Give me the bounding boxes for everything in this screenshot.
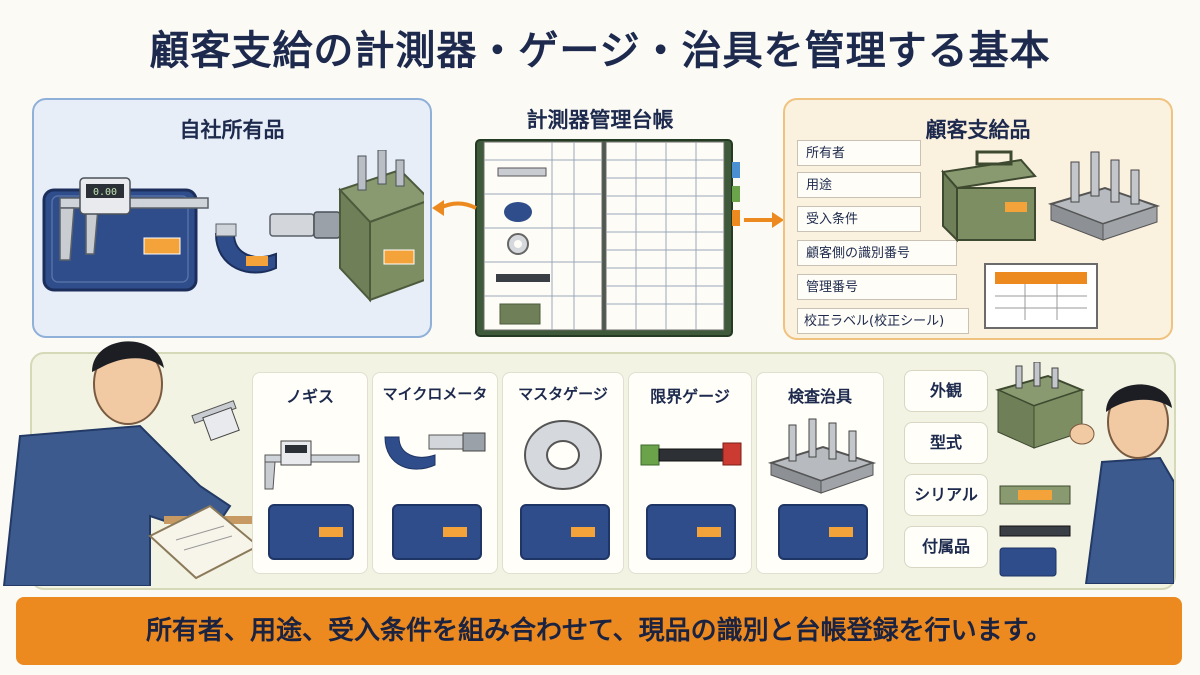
page-title: 顧客支給の計測器・ゲージ・治具を管理する基本: [149, 28, 1051, 74]
ledger-book-illustration: [475, 139, 740, 337]
arrow-left-icon: [432, 200, 477, 216]
category-label-caliper: ノギス: [285, 387, 334, 406]
category-label-limit-gauge: 限界ゲージ: [650, 387, 730, 406]
field-customer-id-number: 顧客側の識別番号: [797, 240, 957, 266]
category-card-inspection-fixture: 検査治具: [756, 372, 884, 574]
customer-items-title: 顧客支給品: [925, 118, 1031, 142]
fixture-plate-icon: [1047, 151, 1161, 241]
category-label-master-gauge: マスタゲージ: [518, 385, 608, 403]
worker-left-illustration: [2, 341, 264, 586]
customer-items-panel: 顧客支給品 所有者 用途 受入条件 顧客側の識別番号 管理番号 校正ラベル(校正…: [783, 98, 1173, 340]
category-card-limit-gauge: 限界ゲージ: [628, 372, 752, 574]
field-acceptance-conditions: 受入条件: [797, 206, 921, 232]
field-control-number: 管理番号: [797, 274, 957, 300]
inspection-fixture-icon: [767, 418, 877, 560]
own-items-title: 自社所有品: [179, 118, 285, 142]
category-label-inspection-fixture: 検査治具: [787, 387, 852, 406]
attribute-model: 型式: [904, 422, 988, 464]
attribute-appearance: 外観: [904, 370, 988, 412]
customer-items-illustration: [941, 150, 1161, 329]
own-items-panel: 自社所有品 0.00: [32, 98, 432, 338]
toolbox-icon: [941, 150, 1037, 243]
caliper-case-icon: [42, 188, 198, 292]
own-instruments-illustration: 0.00: [42, 150, 424, 303]
ring-gauge-icon: [520, 420, 610, 560]
category-card-master-gauge: マスタゲージ: [502, 372, 624, 574]
category-label-micrometer: マイクロメータ: [382, 385, 488, 403]
field-calibration-label: 校正ラベル(校正シール): [797, 308, 969, 334]
attribute-accessories: 付属品: [904, 526, 988, 568]
ledger-title: 計測器管理台帳: [526, 108, 674, 132]
worker-right-illustration: [995, 362, 1174, 584]
plug-gauge-icon: [640, 442, 742, 560]
caliper-icon: 0.00: [59, 177, 209, 261]
arrow-right-icon: [744, 212, 784, 228]
inspection-fixture-icon: [338, 150, 424, 303]
micrometer-icon: [384, 432, 486, 560]
caliper-icon: [264, 440, 360, 560]
summary-banner: 所有者、用途、受入条件を組み合わせて、現品の識別と台帳登録を行います。: [16, 597, 1182, 665]
field-owner: 所有者: [797, 140, 921, 166]
category-card-micrometer: マイクロメータ: [372, 372, 498, 574]
field-purpose: 用途: [797, 172, 921, 198]
attribute-serial: シリアル: [904, 474, 988, 516]
svg-text:0.00: 0.00: [93, 187, 117, 198]
category-card-caliper: ノギス: [252, 372, 368, 574]
ledger-card-icon: [984, 263, 1098, 329]
micrometer-icon: [214, 211, 355, 274]
